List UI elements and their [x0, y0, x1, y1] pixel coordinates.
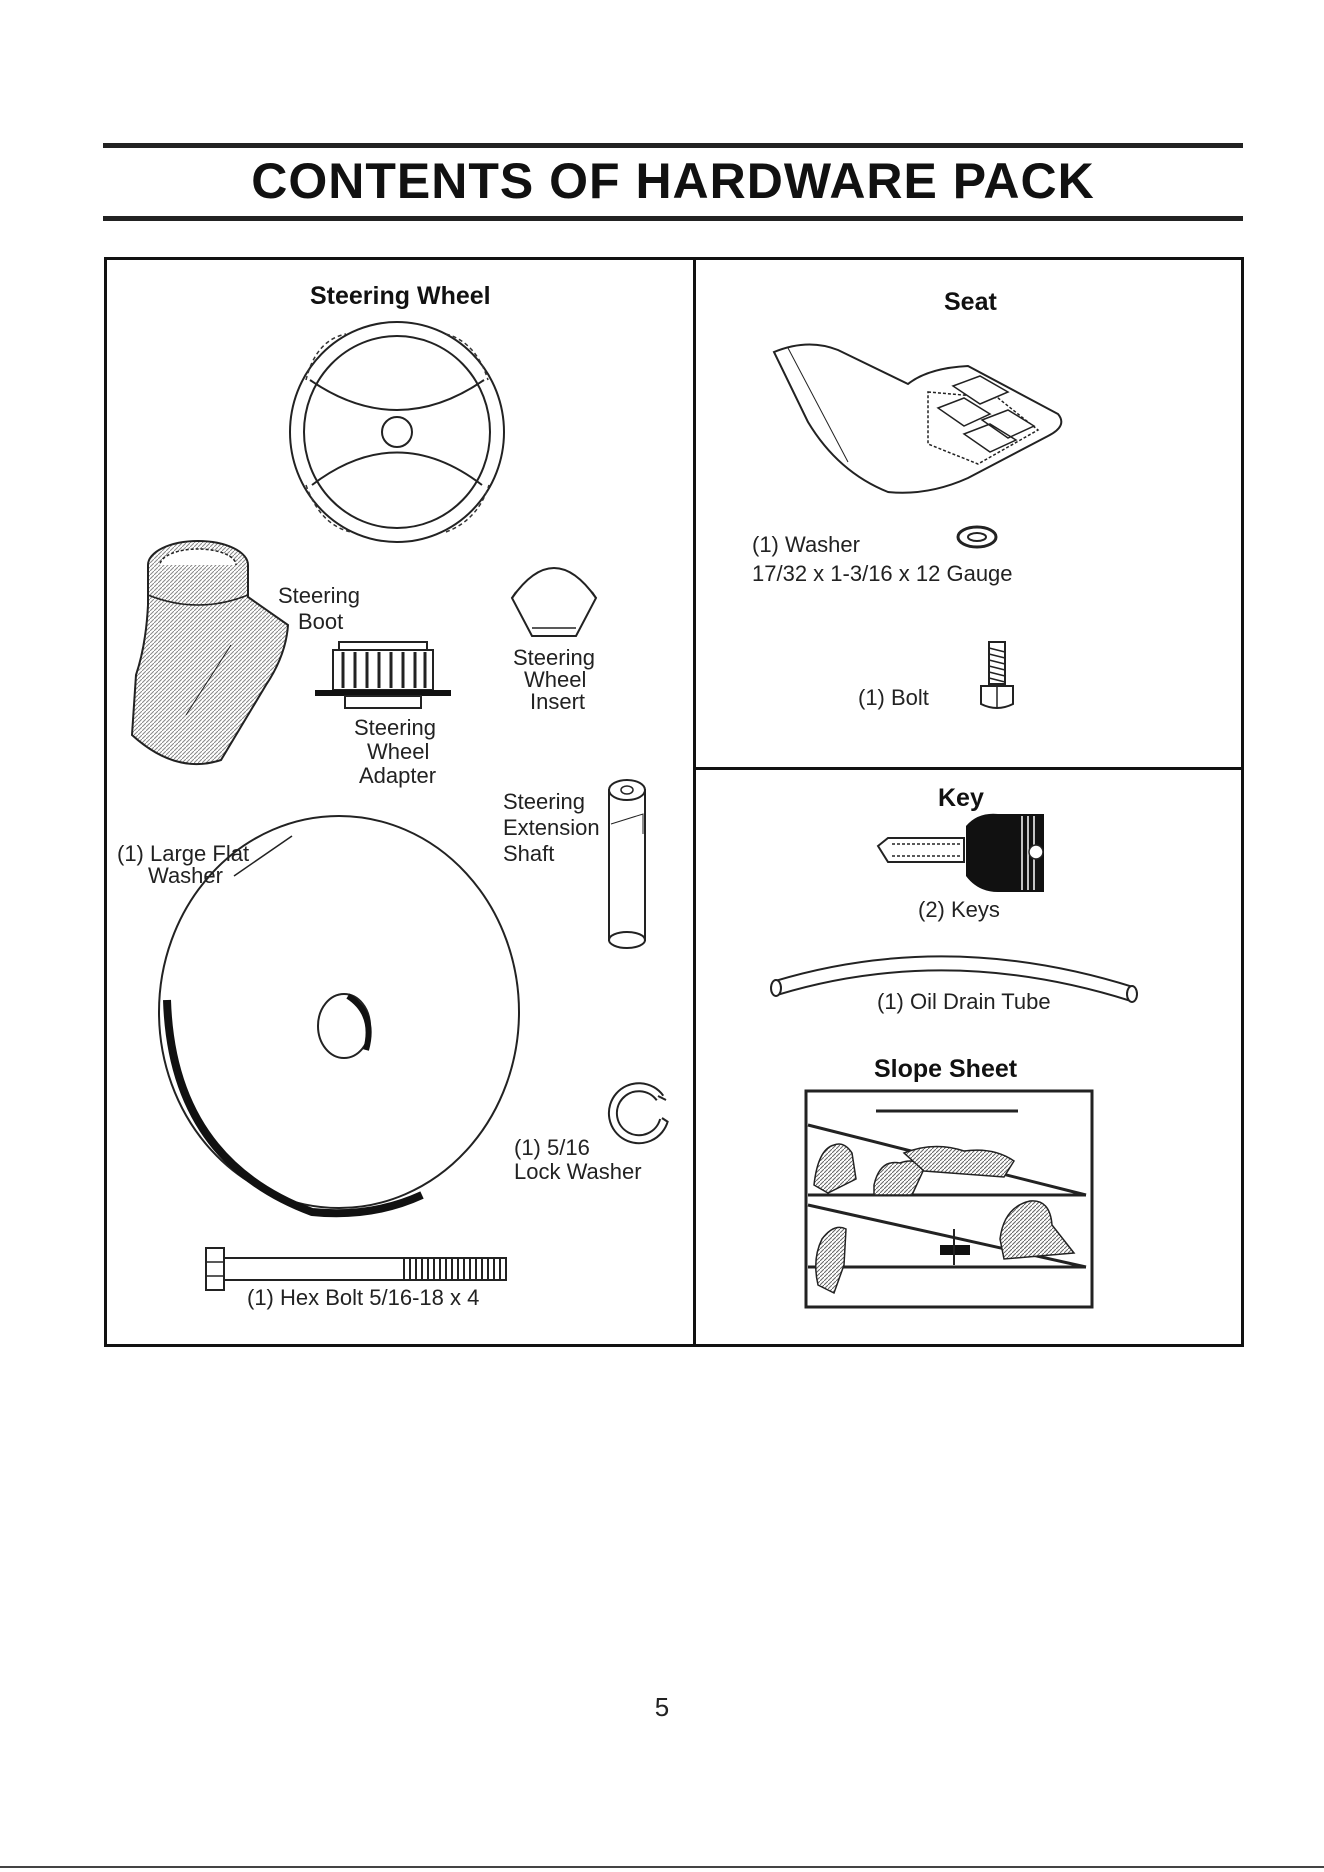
- lock-washer-label-line2: Lock Washer: [514, 1160, 642, 1184]
- bolt-icon: [978, 640, 1016, 712]
- hex-bolt-label: (1) Hex Bolt 5/16-18 x 4: [247, 1286, 479, 1310]
- title-rule-top: [103, 143, 1243, 148]
- slope-sheet-heading: Slope Sheet: [874, 1055, 1017, 1084]
- key-heading: Key: [938, 784, 984, 813]
- seat-washer-label: (1) Washer: [752, 533, 860, 557]
- shaft-icon: [603, 774, 653, 950]
- steering-boot-label-line2: Boot: [298, 610, 343, 634]
- panel-divider-vertical: [693, 257, 696, 1347]
- insert-icon: [506, 558, 602, 642]
- insert-label-line3: Insert: [530, 690, 585, 714]
- drain-tube-label: (1) Oil Drain Tube: [877, 990, 1051, 1014]
- keys-label: (2) Keys: [918, 898, 1000, 922]
- steering-boot-icon: [126, 535, 301, 775]
- seat-washer-spec: 17/32 x 1-3/16 x 12 Gauge: [752, 562, 1013, 586]
- adapter-icon: [313, 640, 453, 712]
- panel-divider-horizontal: [693, 767, 1244, 770]
- adapter-label-line2: Wheel: [367, 740, 429, 764]
- seat-heading: Seat: [944, 288, 997, 317]
- page-number: 5: [0, 1692, 1324, 1723]
- key-icon: [874, 810, 1046, 896]
- slope-sheet-icon: [804, 1089, 1094, 1309]
- bottom-edge-rule: [0, 1866, 1324, 1868]
- seat-bolt-label: (1) Bolt: [858, 686, 929, 710]
- adapter-label-line3: Adapter: [359, 764, 436, 788]
- page-title: CONTENTS OF HARDWARE PACK: [103, 152, 1243, 210]
- steering-wheel-icon: [286, 320, 508, 545]
- seat-icon: [768, 332, 1070, 500]
- adapter-label-line1: Steering: [354, 716, 436, 740]
- steering-boot-label-line1: Steering: [278, 584, 360, 608]
- steering-wheel-heading: Steering Wheel: [310, 282, 491, 311]
- lock-washer-icon: [606, 1076, 672, 1144]
- title-rule-bottom: [103, 216, 1243, 221]
- lock-washer-label-line1: (1) 5/16: [514, 1136, 590, 1160]
- washer-icon: [955, 524, 999, 550]
- large-washer-label-line2: Washer: [148, 864, 223, 888]
